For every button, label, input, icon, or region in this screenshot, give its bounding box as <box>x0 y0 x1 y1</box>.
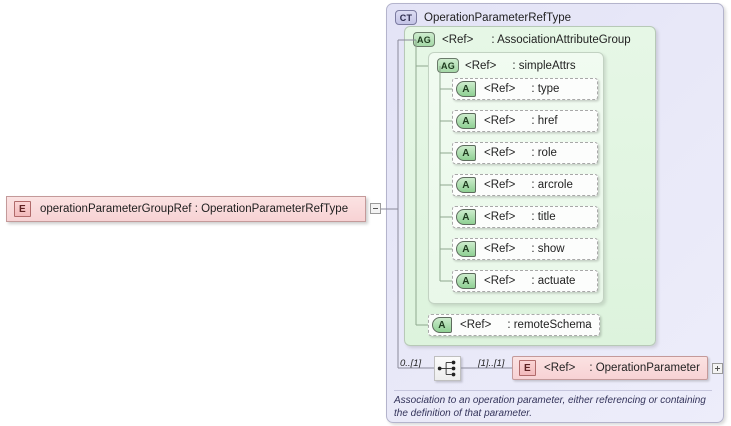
attribute-row-actuate[interactable]: A <Ref> : actuate <box>452 270 598 292</box>
attribute-name: : actuate <box>531 275 576 287</box>
collapse-icon[interactable] <box>370 203 381 214</box>
attribute-name: : role <box>531 147 557 159</box>
cardinality-right: [1]..[1] <box>478 358 505 369</box>
cardinality-left: 0..[1] <box>400 358 422 369</box>
attribute-badge: A <box>456 145 476 161</box>
attribute-badge: A <box>456 209 476 225</box>
attribute-badge: A <box>432 317 452 333</box>
attribute-badge: A <box>456 113 476 129</box>
attributegroup-simpleattrs-name: : simpleAttrs <box>512 59 576 72</box>
attribute-row-role[interactable]: A <Ref> : role <box>452 142 598 164</box>
complextype-header: CT OperationParameterRefType <box>395 10 571 25</box>
attributegroup-simpleattrs-ref: <Ref> <box>465 59 497 72</box>
element-badge: E <box>519 360 536 376</box>
attribute-badge: A <box>456 81 476 97</box>
attributegroup-association-header: AG <Ref> : AssociationAttributeGroup <box>413 32 631 47</box>
choice-connector-icon[interactable] <box>434 356 461 381</box>
root-element-box[interactable]: E operationParameterGroupRef : Operation… <box>6 196 366 222</box>
attribute-ref: <Ref> <box>484 83 516 95</box>
attribute-ref: <Ref> <box>484 275 516 287</box>
attribute-row-type[interactable]: A <Ref> : type <box>452 78 598 100</box>
attributegroup-badge: AG <box>437 58 459 73</box>
attribute-ref: <Ref> <box>484 211 516 223</box>
complextype-title: OperationParameterRefType <box>424 11 572 24</box>
element-name: : OperationParameter <box>589 362 700 374</box>
element-row-operationparameter[interactable]: E <Ref> : OperationParameter <box>512 356 708 380</box>
attribute-ref: <Ref> <box>460 319 492 331</box>
attributegroup-association-name: : AssociationAttributeGroup <box>491 33 631 46</box>
attribute-ref: <Ref> <box>484 147 516 159</box>
attribute-name: : href <box>531 115 558 127</box>
attributegroup-simpleattrs-header: AG <Ref> : simpleAttrs <box>437 58 576 73</box>
root-element-label: operationParameterGroupRef : OperationPa… <box>40 203 349 215</box>
note-separator <box>394 390 712 391</box>
expand-icon[interactable] <box>712 363 723 374</box>
attribute-badge: A <box>456 177 476 193</box>
attribute-name: : arcrole <box>531 179 573 191</box>
attribute-row-remoteschema[interactable]: A <Ref> : remoteSchema <box>428 314 600 336</box>
attribute-name: : show <box>531 243 565 255</box>
element-ref: <Ref> <box>544 362 576 374</box>
attribute-name: : type <box>531 83 560 95</box>
attribute-row-title[interactable]: A <Ref> : title <box>452 206 598 228</box>
complextype-badge: CT <box>395 10 417 25</box>
attribute-name: : remoteSchema <box>507 319 592 331</box>
attributegroup-association-ref: <Ref> <box>442 33 474 46</box>
note-text: Association to an operation parameter, e… <box>394 395 706 419</box>
attribute-badge: A <box>456 273 476 289</box>
attribute-row-show[interactable]: A <Ref> : show <box>452 238 598 260</box>
attribute-row-href[interactable]: A <Ref> : href <box>452 110 598 132</box>
attribute-ref: <Ref> <box>484 115 516 127</box>
attribute-row-arcrole[interactable]: A <Ref> : arcrole <box>452 174 598 196</box>
element-badge: E <box>14 201 31 217</box>
attribute-name: : title <box>531 211 556 223</box>
attribute-ref: <Ref> <box>484 179 516 191</box>
attribute-badge: A <box>456 241 476 257</box>
attributegroup-badge: AG <box>413 32 435 47</box>
attribute-ref: <Ref> <box>484 243 516 255</box>
choice-connector-glyph <box>437 360 456 377</box>
